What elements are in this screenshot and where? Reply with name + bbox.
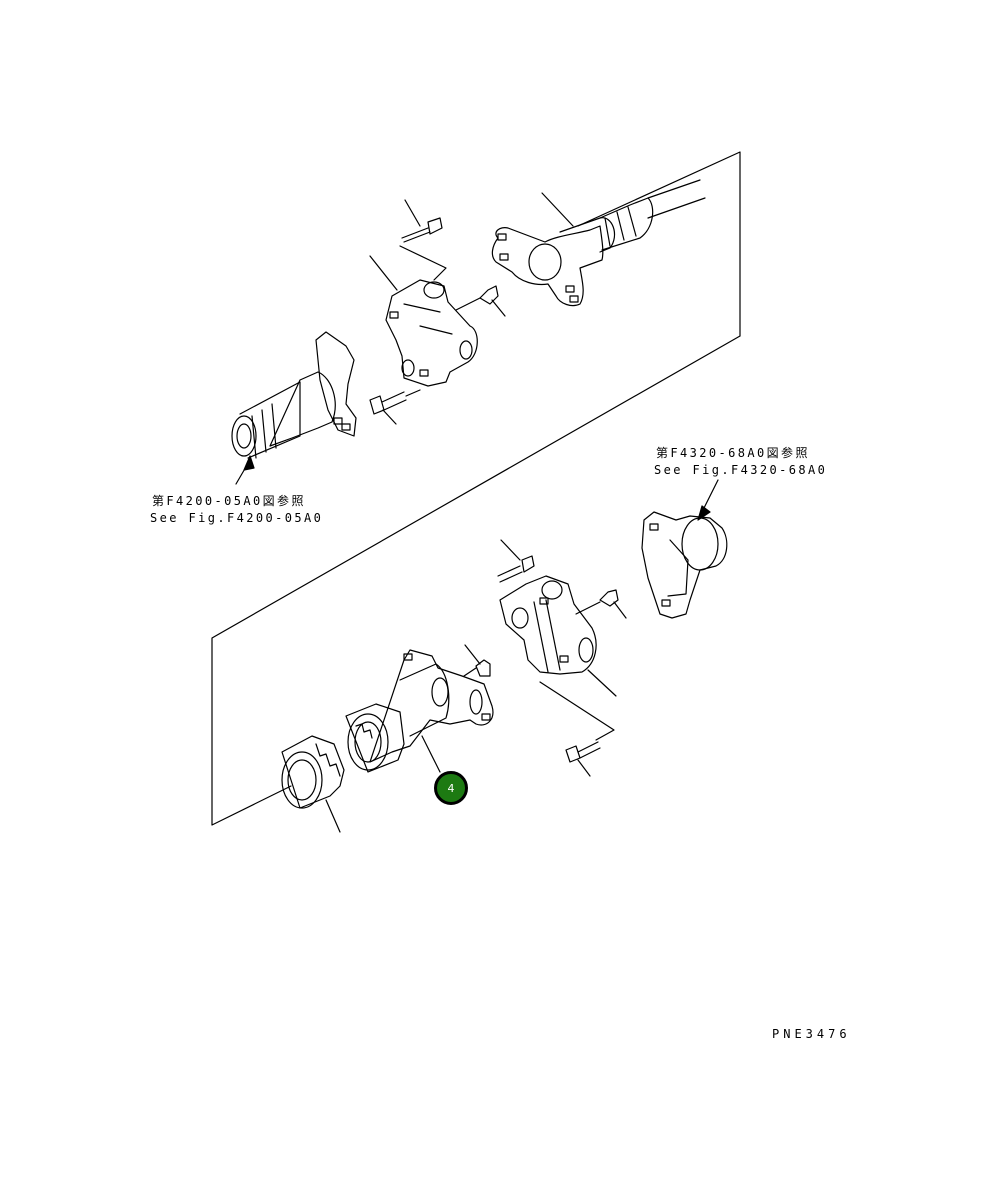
leader-line <box>383 410 396 424</box>
leader-line <box>405 200 420 226</box>
leader-line <box>326 800 340 832</box>
upper-spider-cross <box>386 280 477 386</box>
lower-bolt-bottom <box>566 742 600 762</box>
leader-line <box>501 540 520 560</box>
part-callout-badge[interactable]: 4 <box>434 771 468 805</box>
leader-line <box>400 246 446 280</box>
leader-line <box>492 300 505 316</box>
lower-end-yoke <box>642 512 727 618</box>
reference-label-upper-jp: 第F4320-68A0図参照 <box>656 446 810 460</box>
upper-grease-fitting <box>456 286 498 310</box>
assembly-boundary <box>212 152 740 825</box>
lower-flange-yoke-tube <box>370 650 493 762</box>
reference-label-upper-en: See Fig.F4320-68A0 <box>654 463 828 477</box>
lower-bolt-top <box>498 556 534 582</box>
leader-line <box>542 193 573 226</box>
upper-bolt-bottom <box>370 390 420 414</box>
reference-label-left-jp: 第F4200-05A0図参照 <box>152 494 306 508</box>
lower-spider-cross <box>500 576 596 674</box>
leader-line <box>578 760 590 776</box>
reference-label-left-en: See Fig.F4200-05A0 <box>150 511 324 525</box>
upper-bolt-top <box>402 218 442 242</box>
leader-line <box>588 670 616 696</box>
spline-sleeve <box>346 704 404 772</box>
upper-flange-yoke <box>232 332 356 458</box>
leader-line <box>465 645 480 664</box>
lower-grease-fitting-right <box>576 590 618 614</box>
upper-slip-yoke <box>492 180 705 306</box>
leader-line <box>422 736 440 772</box>
leader-line <box>370 256 397 290</box>
ref-left-arrowhead <box>244 456 254 470</box>
leader-line <box>540 682 614 740</box>
lower-grease-fitting-left <box>464 660 490 676</box>
drawing-code: PNE3476 <box>772 1027 851 1041</box>
leader-line <box>614 602 626 618</box>
dust-cover <box>282 736 344 808</box>
